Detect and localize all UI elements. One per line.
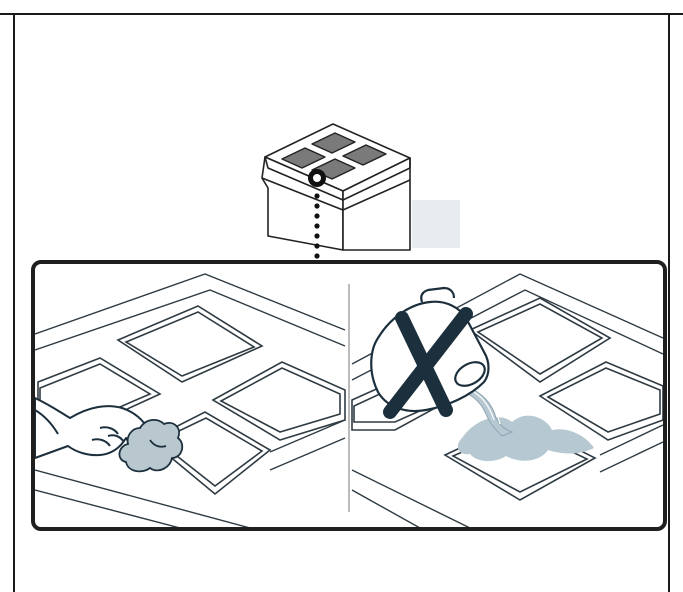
right-panel-no-pouring-water [351,273,663,527]
cloth-icon [118,419,184,473]
dotted-leader-line [308,169,326,259]
prohibited-cross-icon [383,307,473,419]
detail-panel [31,260,667,531]
water-spill [457,415,594,462]
cooker-icon [261,123,460,251]
left-panel-wipe-with-cloth [35,273,346,527]
page-frame-lines [0,13,683,592]
water-stream [458,385,514,437]
